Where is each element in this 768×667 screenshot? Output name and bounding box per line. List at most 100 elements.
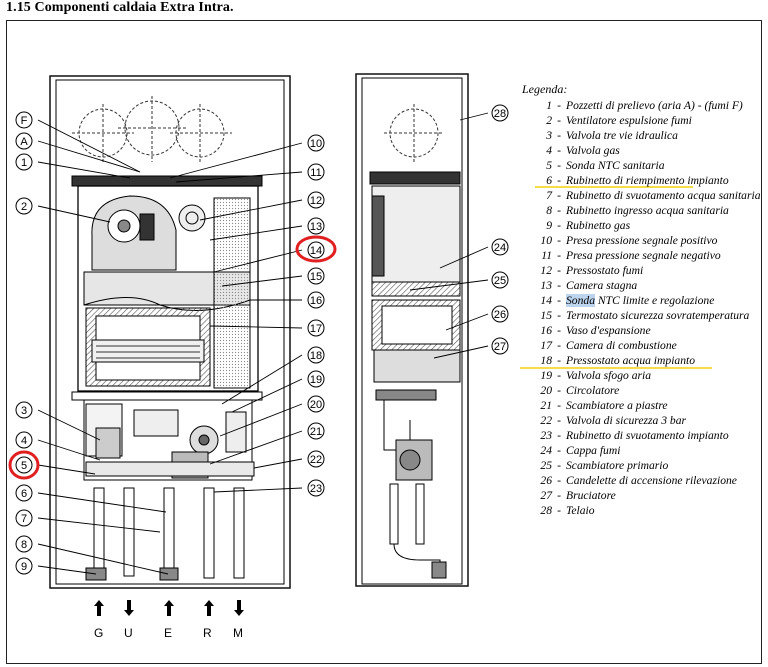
legend-item: 3-Valvola tre vie idraulica [522, 128, 762, 143]
callout-number: 13 [310, 221, 322, 233]
legend-item-text: Valvola di sicurezza 3 bar [566, 414, 687, 427]
connection-label-m: M [233, 626, 243, 640]
legend-item: 1-Pozzetti di prelievo (aria A) - (fumi … [522, 98, 762, 113]
callout-number: 11 [310, 167, 321, 179]
legend-item-text: Ventilatore espulsione fumi [566, 114, 692, 127]
legend-item-text: Rubinetto di svuotamento acqua sanitaria [566, 189, 761, 202]
legend-dash: - [557, 444, 561, 457]
callout-circle [307, 191, 325, 209]
callout-circle [15, 456, 33, 474]
legend-dash: - [557, 99, 561, 112]
highlighted-word: Sonda [566, 294, 595, 307]
legend-item-number: 23 [540, 429, 552, 442]
legend-item: 18-Pressostato acqua impianto [522, 353, 762, 368]
legend-item-number: 24 [540, 444, 552, 457]
callout-number: 24 [494, 242, 506, 254]
legend-dash: - [557, 309, 561, 322]
legend-dash: - [557, 354, 561, 367]
legend-dash: - [557, 264, 561, 277]
legend-item-text: Scambiatore a piastre [566, 399, 668, 412]
legend-item: 16-Vaso d'espansione [522, 323, 762, 338]
legend-item-text: Telaio [566, 504, 595, 517]
legend-dash: - [557, 384, 561, 397]
callout-circle [15, 153, 33, 171]
callout-circle [15, 557, 33, 575]
legend-item-text: Rubinetto ingresso acqua sanitaria [566, 204, 729, 217]
legend-item-text: Camera stagna [566, 279, 638, 292]
legend-item-number: 5 [546, 159, 552, 172]
legend-dash: - [557, 204, 561, 217]
callout-circle [307, 479, 325, 497]
callout-circle [307, 450, 325, 468]
legend-item: 9-Rubinetto gas [522, 218, 762, 233]
callout-number: 27 [494, 341, 506, 353]
legend-dash: - [557, 489, 561, 502]
legend-item: 23-Rubinetto di svuotamento impianto [522, 428, 762, 443]
legend-item-number: 15 [540, 309, 552, 322]
legend-item-number: 26 [540, 474, 552, 487]
legend-item-text: Camera di combustione [566, 339, 677, 352]
legend-dash: - [557, 129, 561, 142]
legend-dash: - [557, 294, 561, 307]
callout-circle [307, 422, 325, 440]
legend-item: 4-Valvola gas [522, 143, 762, 158]
callout-number: 21 [310, 426, 322, 438]
callout-circle [491, 305, 509, 323]
legend-item-text-rest: NTC limite e regolazione [594, 294, 715, 307]
legend-item-number: 9 [546, 219, 552, 232]
callout-number: 14 [310, 245, 322, 257]
legend-dash: - [557, 339, 561, 352]
callout-circle [491, 238, 509, 256]
legend-item-text: Presa pressione segnale positivo [566, 234, 718, 247]
callout-circle [15, 197, 33, 215]
callout-circle [307, 241, 325, 259]
legend-item-text: Sonda NTC sanitaria [566, 159, 665, 172]
legend-item-text: Rubinetto gas [566, 219, 631, 232]
legend-item: 25-Scambiatore primario [522, 458, 762, 473]
legend-dash: - [557, 144, 561, 157]
legend-item-number: 12 [540, 264, 552, 277]
legend-item-number: 2 [546, 114, 552, 127]
connection-label-r: R [203, 626, 212, 640]
legend-item-number: 13 [540, 279, 552, 292]
legend-item-number: 16 [540, 324, 552, 337]
connection-label-u: U [124, 626, 133, 640]
callout-circle [15, 484, 33, 502]
callout-circle [491, 271, 509, 289]
callout-number: 22 [310, 454, 322, 466]
legend-list: 1-Pozzetti di prelievo (aria A) - (fumi … [522, 98, 762, 518]
legend-item: 15-Termostato sicurezza sovratemperatura [522, 308, 762, 323]
callout-circle [307, 163, 325, 181]
callout-circle [15, 509, 33, 527]
legend-item: 22-Valvola di sicurezza 3 bar [522, 413, 762, 428]
callout-number: 5 [21, 460, 27, 472]
legend-item-number: 25 [540, 459, 552, 472]
callout-number: 20 [310, 399, 322, 411]
legend-item-number: 17 [540, 339, 552, 352]
legend-item-text: Termostato sicurezza sovratemperatura [566, 309, 750, 322]
legend-dash: - [557, 249, 561, 262]
legend-item-number: 6 [546, 174, 552, 187]
legend-dash: - [557, 219, 561, 232]
legend-item-number: 27 [540, 489, 552, 502]
legend-item-number: 11 [541, 249, 552, 262]
callout-number: 26 [494, 309, 506, 321]
legend-item-number: 28 [540, 504, 552, 517]
callout-number: 8 [21, 539, 27, 551]
callout-circle [15, 111, 33, 129]
callout-number: 19 [310, 374, 322, 386]
callout-number: 7 [21, 513, 27, 525]
callout-circle [15, 132, 33, 150]
callout-number: 2 [21, 201, 27, 213]
legend-dash: - [557, 159, 561, 172]
legend-item: 8-Rubinetto ingresso acqua sanitaria [522, 203, 762, 218]
legend-item: 19-Valvola sfogo aria [522, 368, 762, 383]
legend-item-text: Pozzetti di prelievo (aria A) - (fumi F) [566, 99, 743, 112]
legend-item-text: Candelette di accensione rilevazione [566, 474, 737, 487]
legend-dash: - [557, 189, 561, 202]
legend-item-text: Sonda NTC limite e regolazione [566, 293, 762, 308]
callout-number: 25 [494, 275, 506, 287]
legend-item-text: Rubinetto di riempimento impianto [566, 174, 729, 187]
legend-item-number: 1 [546, 99, 552, 112]
